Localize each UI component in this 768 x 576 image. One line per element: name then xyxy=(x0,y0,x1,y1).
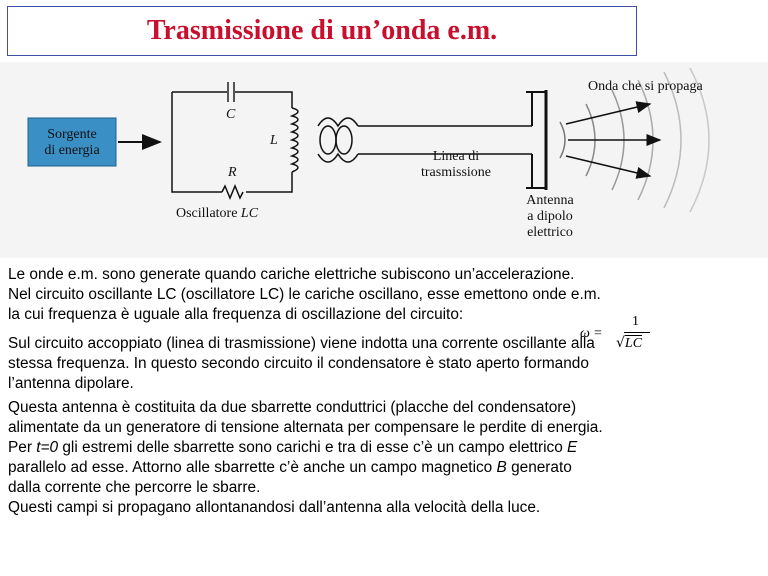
text-line: stessa frequenza. In questo secondo circ… xyxy=(8,355,589,372)
text-line: l’antenna dipolare. xyxy=(8,375,134,392)
inductor-coil xyxy=(289,107,299,173)
paragraph-1: Le onde e.m. sono generate quando carich… xyxy=(8,265,764,325)
slide-title: Trasmissione di un’onda e.m. xyxy=(146,15,498,46)
text-line: Questi campi si propagano allontanandosi… xyxy=(8,499,541,516)
magnetic-field-symbol: B xyxy=(496,459,507,476)
formula-omega: ω xyxy=(580,326,590,341)
paragraph-2: Sul circuito accoppiato (linea di trasmi… xyxy=(8,334,764,394)
antenna-label-2: a dipolo xyxy=(527,209,573,224)
paragraph-3: Questa antenna è costituita da due sbarr… xyxy=(8,398,764,518)
source-label-2: di energia xyxy=(44,143,100,158)
line-label-1: Linea di xyxy=(433,149,479,164)
source-box xyxy=(27,117,117,167)
oscillator-label: Oscillatore LC xyxy=(176,206,259,221)
line-label-2: trasmissione xyxy=(421,165,491,180)
time-variable: t=0 xyxy=(36,439,59,456)
inductor-label: L xyxy=(269,133,278,148)
capacitor-label: C xyxy=(226,107,236,122)
coupling-coil xyxy=(317,117,359,163)
resistor-label: R xyxy=(227,165,237,180)
radical-sign: √ xyxy=(616,335,625,351)
text-line: Questa antenna è costituita da due sbarr… xyxy=(8,399,577,416)
oscillator-wires-top xyxy=(172,91,293,108)
antenna-label-3: elettrico xyxy=(527,225,573,240)
wave-arrow-1 xyxy=(565,101,652,125)
resistor xyxy=(221,184,244,200)
text-line: Sul circuito accoppiato (linea di trasmi… xyxy=(8,335,595,352)
text-line: Le onde e.m. sono generate quando carich… xyxy=(8,266,575,283)
body-text: Le onde e.m. sono generate quando carich… xyxy=(8,265,764,518)
fraction-bar xyxy=(624,332,650,333)
circuit-svg: Sorgente di energia C L R Oscillatore LC… xyxy=(27,67,710,240)
antenna-label-1: Antenna xyxy=(526,193,574,208)
text-line: Nel circuito oscillante LC (oscillatore … xyxy=(8,286,601,303)
text-line: dalla corrente che percorre le sbarre. xyxy=(8,479,261,496)
source-label-1: Sorgente xyxy=(47,127,97,142)
oscillator-wires-bottom xyxy=(171,92,293,193)
circuit-diagram: Sorgente di energia C L R Oscillatore LC… xyxy=(0,62,768,258)
text-line: la cui frequenza è uguale alla frequenza… xyxy=(8,306,464,323)
text-line: Per t=0 gli estremi delle sbarrette sono… xyxy=(8,439,578,456)
text-line: parallelo ad esse. Attorno alle sbarrett… xyxy=(8,459,572,476)
wave-label: Onda che si propaga xyxy=(588,79,703,94)
electric-field-symbol: E xyxy=(567,439,578,456)
wave-arrow-3 xyxy=(565,155,652,179)
formula-equals: = xyxy=(594,326,602,341)
formula-numerator: 1 xyxy=(632,314,639,329)
formula-radicand: LC xyxy=(624,335,643,351)
formula-denominator: √LC xyxy=(616,335,643,352)
text-line: alimentate da un generatore di tensione … xyxy=(8,419,603,436)
title-box: Trasmissione di un’onda e.m. xyxy=(7,6,637,56)
